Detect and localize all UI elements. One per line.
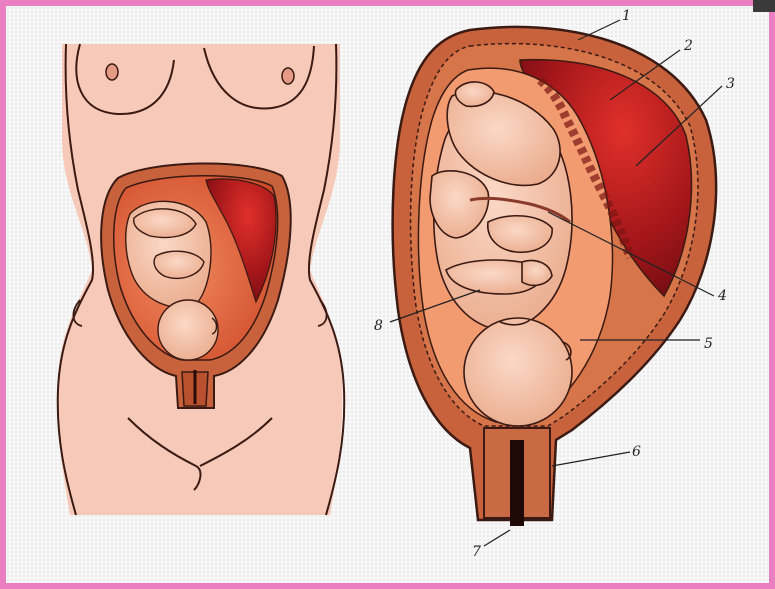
label-2: 2 bbox=[683, 38, 693, 54]
torso-figure bbox=[58, 44, 345, 515]
label-7: 7 bbox=[472, 544, 481, 560]
top-right-dark-corner bbox=[753, 0, 775, 12]
label-5: 5 bbox=[704, 336, 713, 352]
label-1: 1 bbox=[622, 8, 631, 24]
label-3: 3 bbox=[726, 76, 735, 92]
leader-6 bbox=[552, 452, 630, 466]
pregnancy-anatomy-diagram: 1 2 3 4 5 6 7 8 bbox=[6, 6, 769, 583]
nipple-right bbox=[282, 68, 294, 84]
illustration-canvas: 1 2 3 4 5 6 7 8 bbox=[6, 6, 769, 583]
label-6: 6 bbox=[632, 444, 641, 460]
fetus-small-head bbox=[158, 300, 218, 360]
cervical-canal bbox=[510, 440, 524, 526]
label-8: 8 bbox=[374, 318, 383, 334]
leader-7 bbox=[484, 530, 510, 546]
nipple-left bbox=[106, 64, 118, 80]
label-4: 4 bbox=[717, 288, 727, 304]
fetus-head bbox=[464, 318, 572, 426]
uterus-cross-section: 1 2 3 4 5 6 7 8 bbox=[374, 8, 735, 560]
